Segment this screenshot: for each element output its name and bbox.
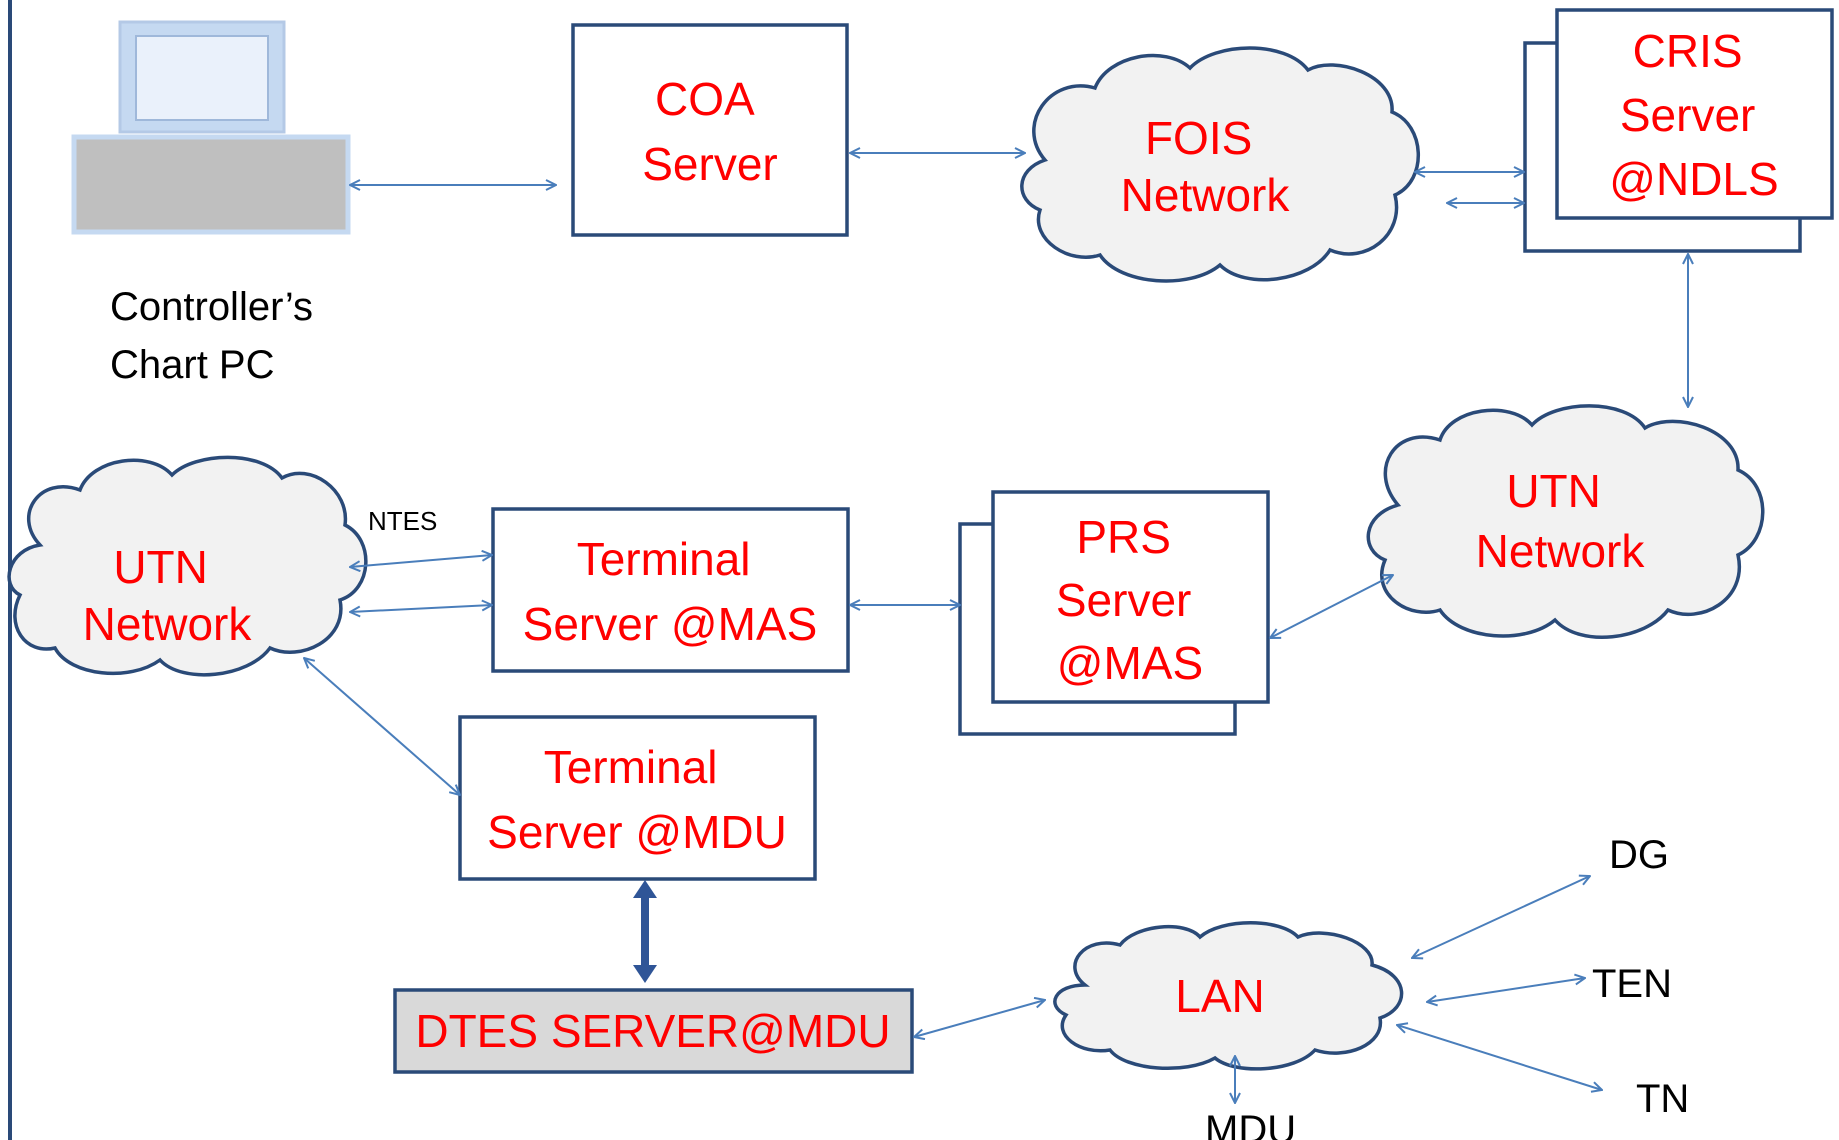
connector-dtes-lan bbox=[914, 1000, 1045, 1037]
utn-right-label-line2: Network bbox=[1476, 525, 1646, 577]
svg-text:Terminal Server @MDU: Terminal Server @MDU bbox=[487, 741, 787, 858]
svg-text:COA Server: COA Server bbox=[642, 73, 777, 190]
cris-label-line1: CRIS bbox=[1633, 25, 1743, 77]
connector-utn-terminal-mdu bbox=[304, 658, 460, 795]
dtes-label: DTES SERVER@MDU bbox=[415, 1005, 890, 1057]
pc-label-line1: Controller’s bbox=[110, 285, 313, 329]
utn-right-label-line1: UTN bbox=[1506, 465, 1601, 517]
cris-server-box[interactable]: CRIS Server @NDLS bbox=[1523, 8, 1834, 253]
utn-network-right-cloud[interactable]: UTN Network bbox=[1366, 404, 1765, 640]
utn-left-label-line1: UTN bbox=[113, 541, 208, 593]
coa-label-line1: COA bbox=[655, 73, 755, 125]
prs-label-line1: PRS bbox=[1076, 511, 1171, 563]
svg-text:CRIS Server @NDLS: CRIS Server @NDLS bbox=[1609, 25, 1778, 205]
dtes-server-box[interactable]: DTES SERVER@MDU bbox=[393, 988, 914, 1074]
svg-text:UTN Network: UTN Network bbox=[1476, 465, 1646, 577]
prs-label-line3: @MAS bbox=[1057, 637, 1203, 689]
coa-server-box[interactable]: COA Server bbox=[571, 23, 849, 237]
connector-utn-terminal-mas-1 bbox=[350, 555, 492, 567]
pc-icon bbox=[71, 20, 351, 235]
endpoint-ten: TEN bbox=[1592, 962, 1672, 1006]
cris-label-line2: Server bbox=[1620, 89, 1755, 141]
ntes-label: NTES bbox=[368, 506, 437, 536]
coa-label-line2: Server bbox=[642, 138, 777, 190]
endpoint-mdu: MDU bbox=[1205, 1108, 1296, 1140]
prs-label-line2: Server bbox=[1056, 574, 1191, 626]
lan-label: LAN bbox=[1175, 970, 1264, 1022]
fois-label-line2: Network bbox=[1121, 169, 1291, 221]
pc-label-line2: Chart PC bbox=[110, 343, 275, 387]
terminal-mdu-label-line2: Server @MDU bbox=[487, 806, 787, 858]
svg-text:FOIS Network: FOIS Network bbox=[1121, 112, 1291, 221]
connector-terminal-mdu-dtes bbox=[633, 880, 657, 983]
terminal-mas-label-line1: Terminal bbox=[577, 533, 751, 585]
prs-server-box[interactable]: PRS Server @MAS bbox=[958, 490, 1270, 736]
svg-text:PRS Server @MAS: PRS Server @MAS bbox=[1056, 511, 1204, 689]
fois-label-line1: FOIS bbox=[1145, 112, 1252, 164]
connector-lan-tn bbox=[1397, 1025, 1602, 1090]
cris-label-line3: @NDLS bbox=[1609, 153, 1778, 205]
utn-left-label-line2: Network bbox=[83, 598, 253, 650]
endpoint-dg: DG bbox=[1609, 833, 1669, 877]
connector-utn-terminal-mas-2 bbox=[350, 605, 492, 612]
terminal-mas-label-line2: Server @MAS bbox=[523, 598, 818, 650]
connector-utn-prs bbox=[1270, 575, 1393, 638]
connectors bbox=[304, 153, 1688, 1103]
endpoint-tn: TN bbox=[1636, 1077, 1689, 1121]
pc-label: Controller’s Chart PC bbox=[110, 285, 324, 387]
fois-network-cloud[interactable]: FOIS Network bbox=[1020, 46, 1420, 283]
connector-lan-dg bbox=[1412, 876, 1590, 958]
terminal-server-mdu-box[interactable]: Terminal Server @MDU bbox=[458, 715, 817, 881]
connector-lan-ten bbox=[1427, 978, 1585, 1002]
terminal-mdu-label-line1: Terminal bbox=[544, 741, 718, 793]
lan-cloud[interactable]: LAN bbox=[1053, 921, 1404, 1071]
terminal-server-mas-box[interactable]: Terminal Server @MAS bbox=[491, 507, 850, 673]
svg-text:UTN Network: UTN Network bbox=[83, 541, 253, 650]
utn-network-left-cloud[interactable]: UTN Network bbox=[7, 455, 368, 677]
svg-text:Terminal Server @MAS: Terminal Server @MAS bbox=[523, 533, 818, 650]
